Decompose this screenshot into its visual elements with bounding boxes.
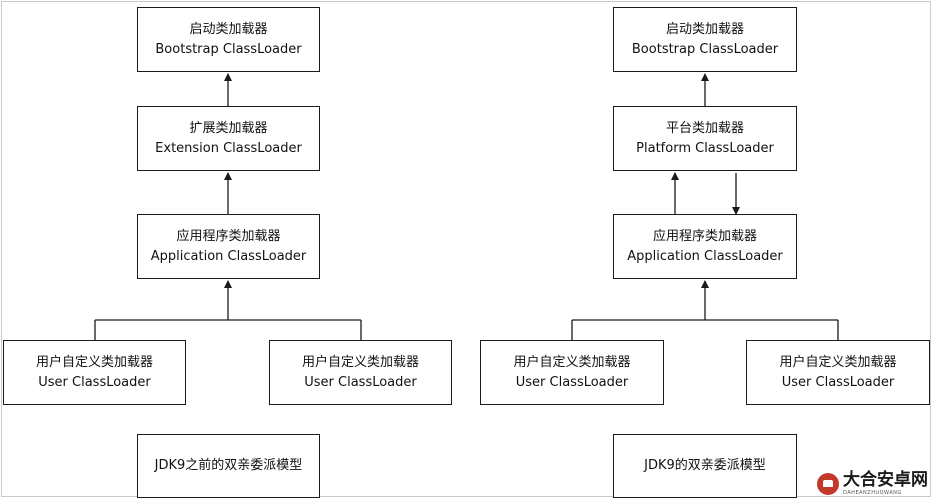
right-bootstrap-classloader-box: 启动类加载器 Bootstrap ClassLoader — [613, 7, 797, 72]
right-user2-cn-label: 用户自定义类加载器 — [779, 354, 897, 370]
right-user1-en-label: User ClassLoader — [515, 374, 629, 390]
right-bootstrap-en-label: Bootstrap ClassLoader — [631, 41, 779, 57]
right-user-classloader-box-2: 用户自定义类加载器 User ClassLoader — [746, 340, 930, 405]
left-extension-classloader-box: 扩展类加载器 Extension ClassLoader — [137, 106, 320, 171]
right-user1-cn-label: 用户自定义类加载器 — [513, 354, 631, 370]
watermark-title: 大合安卓网 — [843, 470, 928, 490]
left-extension-en-label: Extension ClassLoader — [155, 140, 302, 156]
left-bootstrap-classloader-box: 启动类加载器 Bootstrap ClassLoader — [137, 7, 320, 72]
left-bootstrap-en-label: Bootstrap ClassLoader — [155, 41, 302, 57]
right-user-classloader-box-1: 用户自定义类加载器 User ClassLoader — [480, 340, 664, 405]
watermark-subtitle: DAHEANZHUOWANG — [843, 490, 902, 496]
left-bootstrap-cn-label: 启动类加载器 — [189, 21, 268, 37]
right-application-cn-label: 应用程序类加载器 — [652, 228, 757, 244]
left-application-en-label: Application ClassLoader — [150, 248, 307, 264]
left-caption-box: JDK9之前的双亲委派模型 — [137, 434, 320, 498]
right-platform-en-label: Platform ClassLoader — [636, 140, 774, 156]
right-bootstrap-cn-label: 启动类加载器 — [665, 21, 744, 37]
right-caption-label: JDK9的双亲委派模型 — [644, 458, 766, 473]
right-caption-box: JDK9的双亲委派模型 — [613, 434, 797, 498]
left-application-classloader-box: 应用程序类加载器 Application ClassLoader — [137, 214, 320, 279]
left-application-cn-label: 应用程序类加载器 — [176, 228, 281, 244]
left-user-classloader-box-1: 用户自定义类加载器 User ClassLoader — [3, 340, 186, 405]
left-user-classloader-box-2: 用户自定义类加载器 User ClassLoader — [269, 340, 452, 405]
left-user2-cn-label: 用户自定义类加载器 — [301, 354, 419, 370]
right-platform-classloader-box: 平台类加载器 Platform ClassLoader — [613, 106, 797, 171]
site-watermark: 大合安卓网 DAHEANZHUOWANG — [817, 472, 928, 496]
left-user1-cn-label: 用户自定义类加载器 — [35, 354, 153, 370]
right-application-en-label: Application ClassLoader — [627, 248, 783, 264]
right-application-classloader-box: 应用程序类加载器 Application ClassLoader — [613, 214, 797, 279]
left-user2-en-label: User ClassLoader — [304, 374, 417, 390]
watermark-logo-icon — [817, 473, 839, 495]
left-extension-cn-label: 扩展类加载器 — [189, 120, 268, 136]
right-user2-en-label: User ClassLoader — [781, 374, 895, 390]
left-user1-en-label: User ClassLoader — [38, 374, 151, 390]
left-caption-label: JDK9之前的双亲委派模型 — [154, 458, 303, 473]
right-platform-cn-label: 平台类加载器 — [665, 120, 744, 136]
